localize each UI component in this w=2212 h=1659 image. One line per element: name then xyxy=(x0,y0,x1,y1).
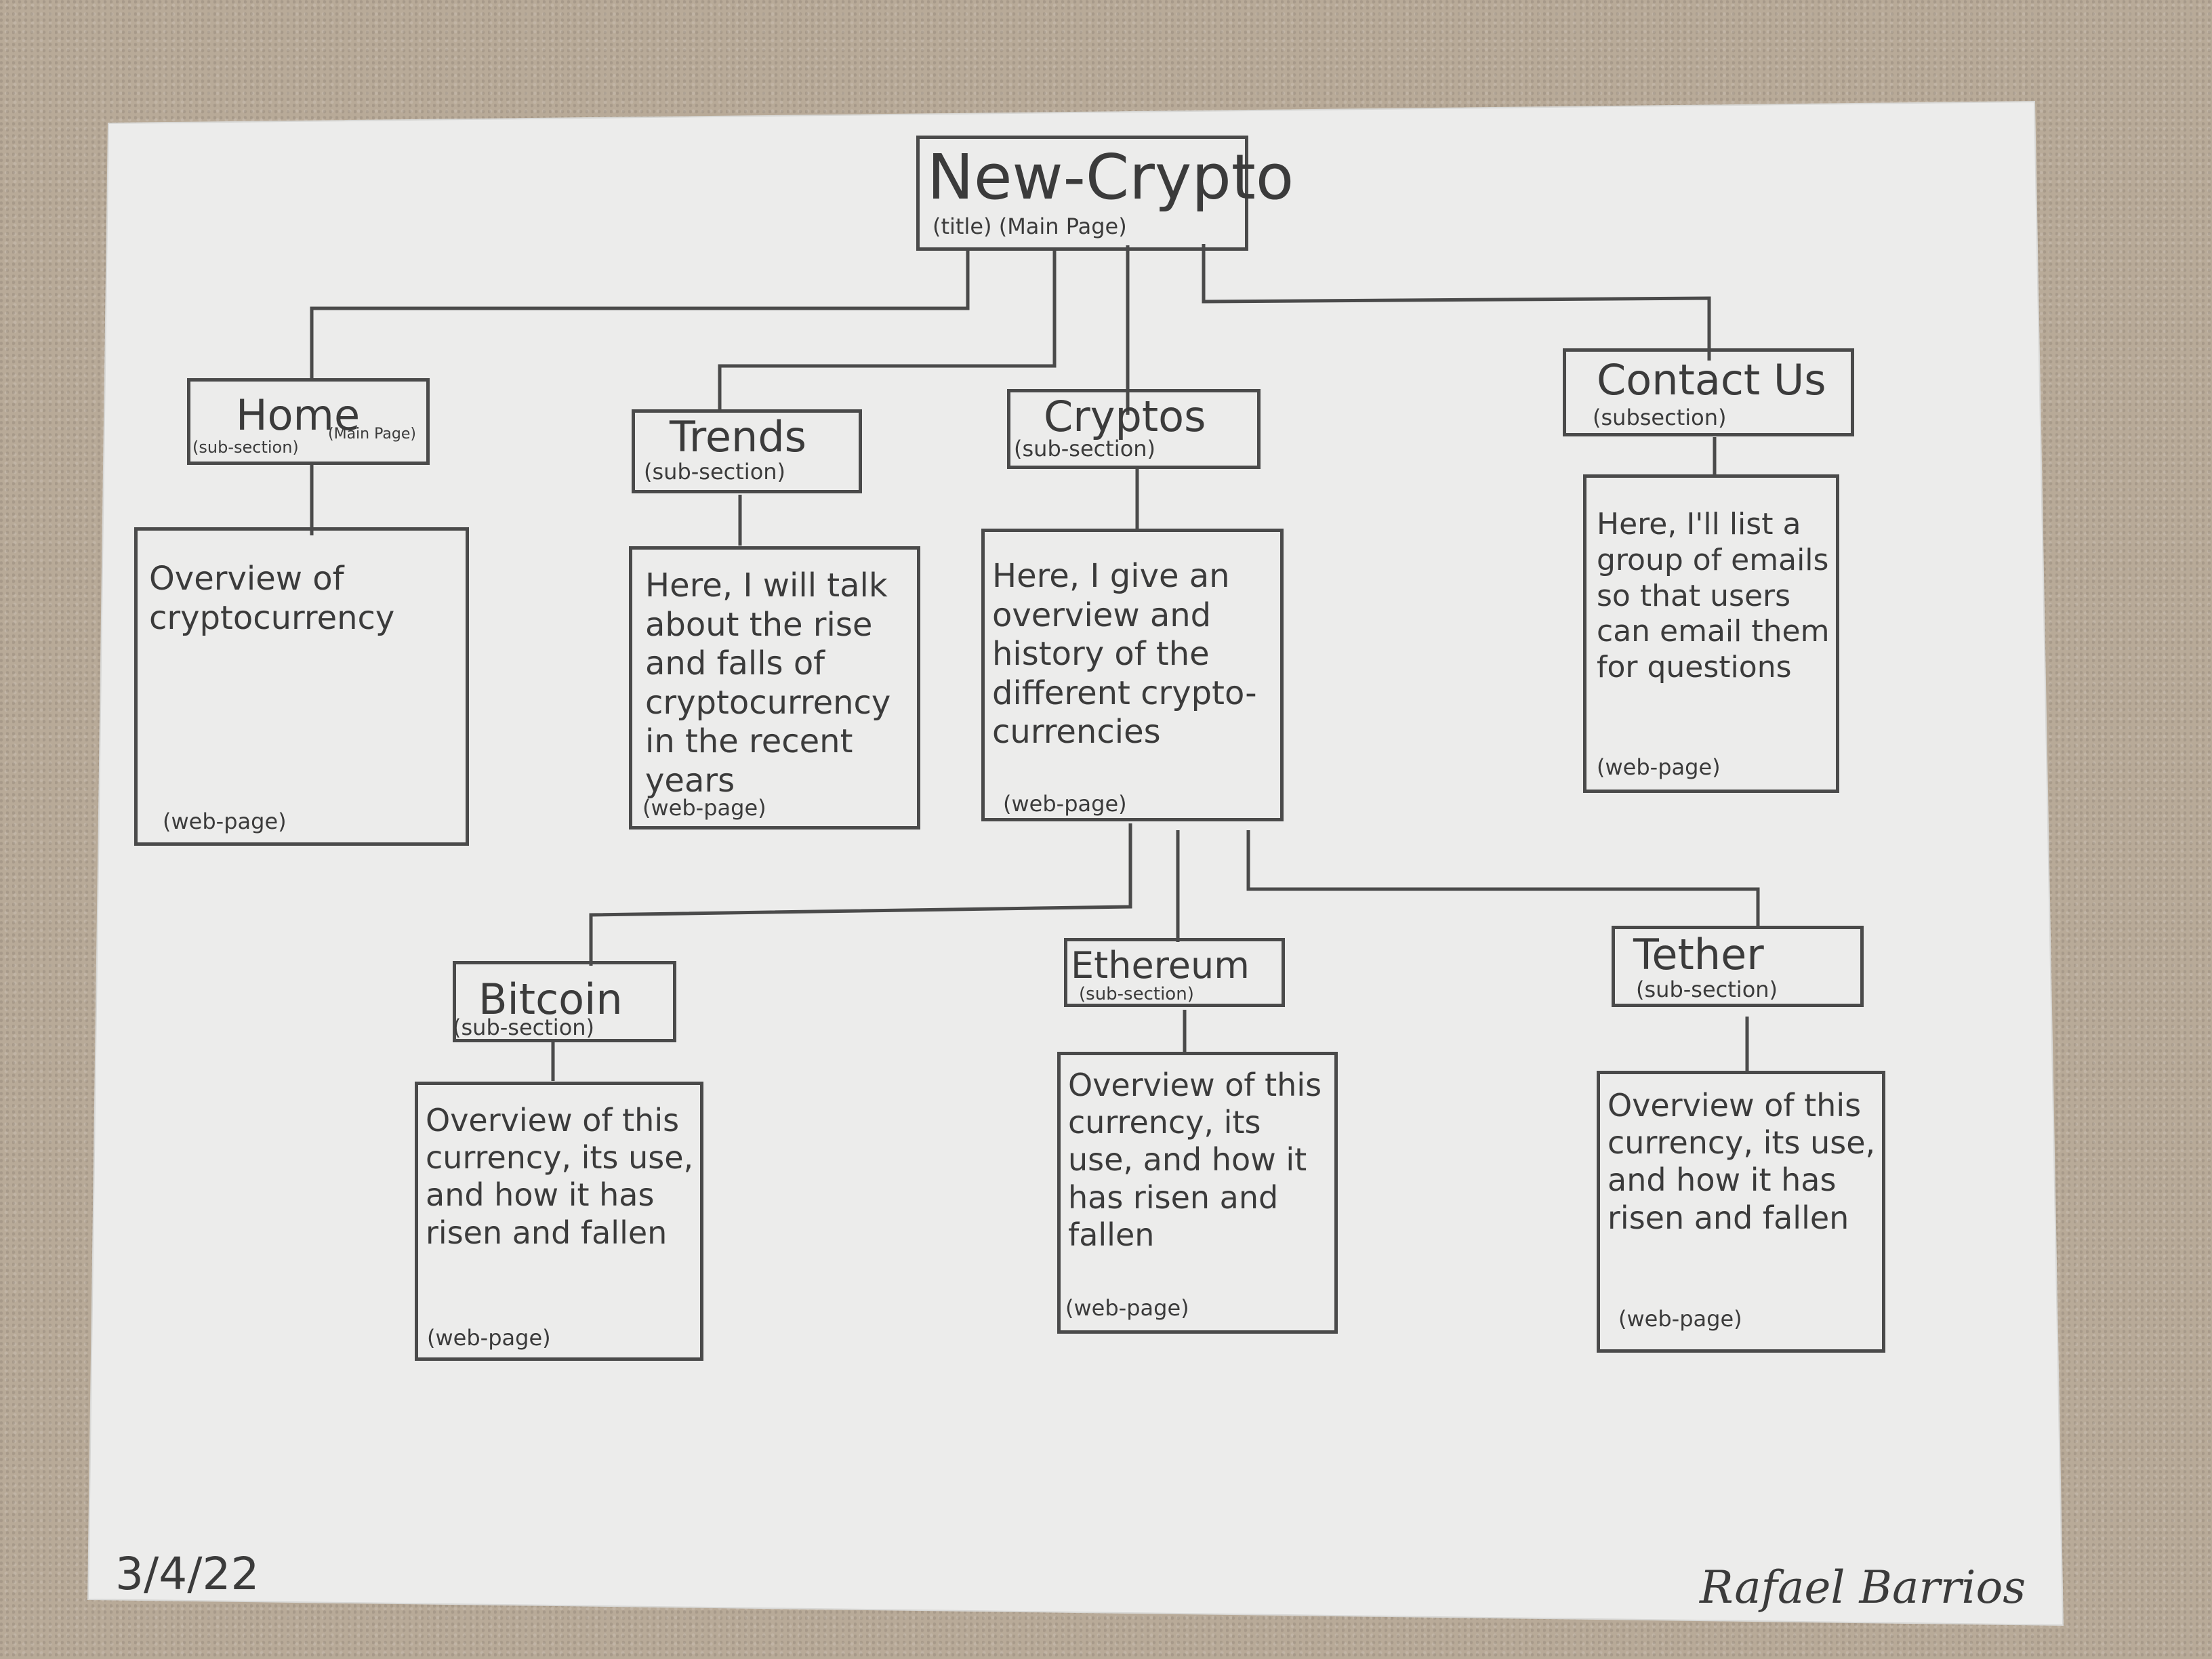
bitcoin-node xyxy=(453,961,676,1042)
contact-page-box xyxy=(1583,474,1839,793)
contact-title: Contact Us xyxy=(1597,355,1826,405)
ethereum-title: Ethereum xyxy=(1071,944,1250,987)
cryptos-page-box xyxy=(981,529,1284,821)
cryptos-node xyxy=(1007,389,1261,469)
trends-footer: (web-page) xyxy=(642,795,766,821)
title-text: New-Crypto xyxy=(927,141,1294,213)
cryptos-desc: Here, I give an overview and history of … xyxy=(992,557,1257,752)
contact-desc: Here, I'll list a group of emails so tha… xyxy=(1597,507,1830,685)
cryptos-footer: (web-page) xyxy=(1003,791,1127,817)
ethereum-footer: (web-page) xyxy=(1065,1295,1189,1321)
home-node xyxy=(187,378,430,465)
signature: Rafael Barrios xyxy=(1700,1561,2026,1614)
title-note: (title) (Main Page) xyxy=(933,213,1127,239)
tether-note: (sub-section) xyxy=(1636,977,1778,1002)
trends-node xyxy=(632,409,862,493)
date-text: 3/4/22 xyxy=(115,1548,260,1600)
tether-node xyxy=(1612,926,1864,1007)
bitcoin-title: Bitcoin xyxy=(478,975,623,1024)
ethereum-note: (sub-section) xyxy=(1079,984,1194,1004)
bitcoin-page-box xyxy=(415,1082,703,1361)
bitcoin-note: (sub-section) xyxy=(453,1015,595,1040)
trends-note: (sub-section) xyxy=(644,459,786,485)
home-title: Home xyxy=(236,390,361,440)
bitcoin-desc: Overview of this currency, its use, and … xyxy=(426,1102,694,1251)
tether-footer: (web-page) xyxy=(1618,1306,1742,1332)
cryptos-note: (sub-section) xyxy=(1014,436,1156,462)
contact-node xyxy=(1563,348,1854,436)
trends-page-box xyxy=(629,546,920,830)
ethereum-node xyxy=(1064,938,1285,1007)
tether-desc: Overview of this currency, its use, and … xyxy=(1607,1087,1876,1236)
contact-footer: (web-page) xyxy=(1597,754,1721,780)
bitcoin-footer: (web-page) xyxy=(427,1325,551,1351)
cryptos-title: Cryptos xyxy=(1044,392,1206,441)
tether-title: Tether xyxy=(1633,930,1764,979)
home-page-box xyxy=(134,527,469,846)
ethereum-page-box xyxy=(1057,1052,1338,1334)
home-note-subsection: (sub-section) xyxy=(192,438,299,457)
contact-note: (subsection) xyxy=(1593,405,1727,430)
home-desc: Overview of cryptocurrency xyxy=(149,560,395,637)
trends-desc: Here, I will talk about the rise and fal… xyxy=(645,567,891,800)
connectors xyxy=(310,244,1760,1081)
trends-title: Trends xyxy=(670,412,806,462)
home-note-mainpage: (Main Page) xyxy=(328,426,416,443)
ethereum-desc: Overview of this currency, its use, and … xyxy=(1068,1067,1322,1253)
home-footer: (web-page) xyxy=(163,808,287,834)
title-node xyxy=(916,136,1248,251)
tether-page-box xyxy=(1597,1071,1885,1353)
